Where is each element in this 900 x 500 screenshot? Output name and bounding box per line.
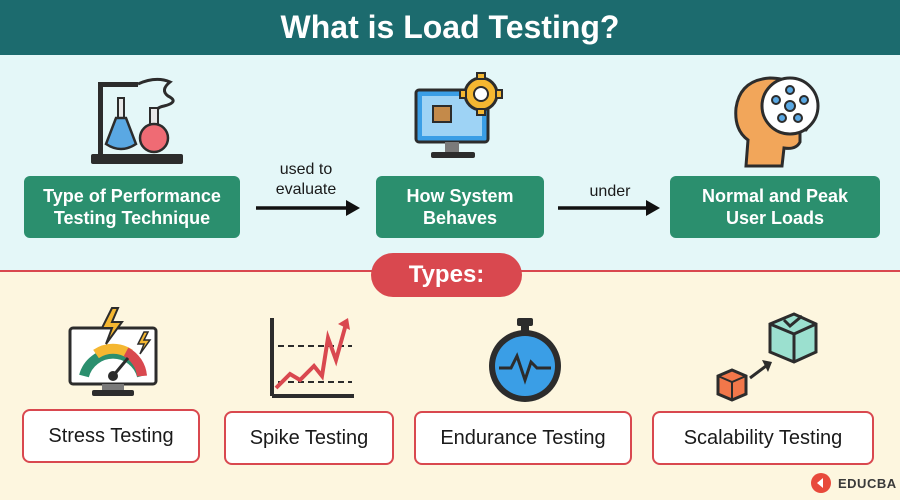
stopwatch-icon xyxy=(489,318,561,402)
type-label: Stress Testing xyxy=(48,424,174,447)
type-label: Scalability Testing xyxy=(683,426,843,449)
type-box-scalability: Scalability Testing xyxy=(652,411,874,465)
arrow-right-icon xyxy=(256,200,360,216)
connector-label-under: under xyxy=(589,183,631,200)
definition-box-loads: Normal and Peak User Loads xyxy=(670,176,880,238)
page-title: What is Load Testing? xyxy=(280,9,620,45)
type-label: Spike Testing xyxy=(249,426,369,449)
connector-label-evaluate: used to evaluate xyxy=(275,161,337,198)
educba-logo-icon xyxy=(811,473,831,493)
spike-chart-icon xyxy=(270,318,354,398)
definition-box-type-label: Type of Performance Testing Technique xyxy=(43,186,221,228)
header-bar: What is Load Testing? xyxy=(0,0,900,55)
type-label: Endurance Testing xyxy=(440,426,606,449)
stress-monitor-icon xyxy=(68,307,158,396)
definition-box-type: Type of Performance Testing Technique xyxy=(24,176,240,238)
definition-box-behaves-label: How System Behaves xyxy=(406,186,514,228)
type-box-endurance: Endurance Testing xyxy=(414,411,632,465)
scalability-cubes-icon xyxy=(716,312,818,402)
arrow-right-icon xyxy=(558,200,660,216)
head-brain-icon xyxy=(734,76,820,168)
brand-name: EDUCBA xyxy=(838,475,897,491)
types-heading: Types: xyxy=(371,253,522,297)
computer-gear-icon xyxy=(414,72,503,158)
type-box-stress: Stress Testing xyxy=(22,409,200,463)
definition-box-behaves: How System Behaves xyxy=(376,176,544,238)
type-box-spike: Spike Testing xyxy=(224,411,394,465)
brand-logo: EDUCBA xyxy=(810,472,897,494)
definition-box-loads-label: Normal and Peak User Loads xyxy=(701,186,849,228)
lab-flask-icon xyxy=(91,77,183,164)
